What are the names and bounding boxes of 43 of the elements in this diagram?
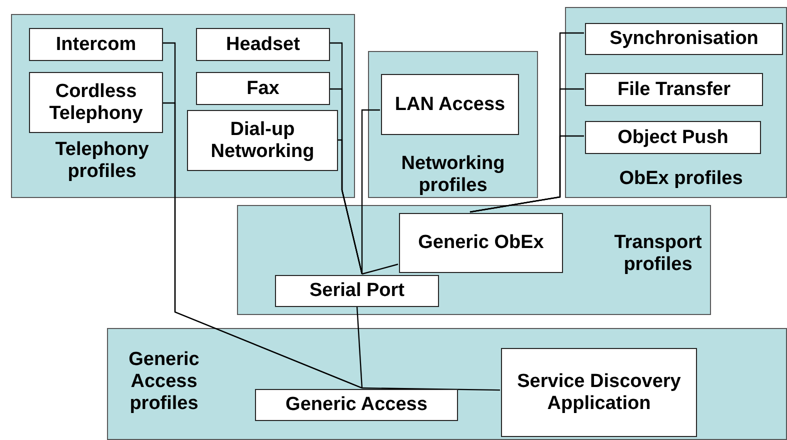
profile-name: File Transfer [616,78,732,100]
profile-name: Serial Port [308,280,406,302]
connector-line [362,264,398,275]
profile-name: Generic Access [284,394,428,416]
profile-box [501,348,697,437]
profile-box [187,110,338,171]
connector-line [356,306,363,388]
profile-box [196,72,330,105]
profile-group-panel [237,205,711,315]
connector-line [470,135,584,213]
connector-line [361,109,380,274]
group-heading: Generic Access profiles [128,349,200,415]
profile-box [399,213,563,273]
group-heading: ObEx profiles [618,168,744,190]
profile-box [275,275,439,307]
profile-group-panel [565,7,787,198]
profile-box [381,74,519,135]
profile-box [585,121,761,154]
profile-name: Synchronisation [608,28,760,50]
profile-name: Cordless Telephony [48,80,144,124]
profile-group-panel [11,14,355,198]
profile-name: Object Push [616,126,730,148]
profile-group-panel [107,328,787,440]
connector-line [337,139,363,274]
profile-name: Intercom [54,34,138,56]
profile-name: Dial-up Networking [210,118,316,162]
profile-name: Service Discovery Application [516,370,682,414]
profile-name: Generic ObEx [417,232,545,254]
profile-box [29,28,163,61]
profile-name: LAN Access [394,94,506,116]
profile-name: Fax [246,78,280,100]
profile-group-panel [368,51,538,198]
group-heading: Telephony profiles [54,139,150,183]
profile-box [585,73,763,106]
profile-box [585,23,783,55]
profile-name: Headset [225,34,301,56]
connector-line [362,387,500,391]
connector-line [162,102,362,389]
group-heading: Networking profiles [400,153,506,197]
profile-box [196,28,330,61]
profile-box [255,389,458,421]
group-heading: Transport profiles [613,232,703,276]
profile-box [29,72,163,133]
